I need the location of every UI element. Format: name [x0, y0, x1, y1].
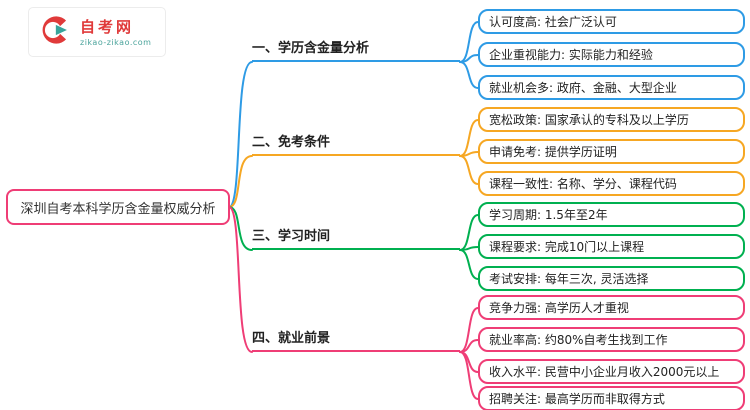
- connector-path: [459, 54, 479, 63]
- branch-label: 三、学习时间: [252, 224, 460, 250]
- leaf-node: 认可度高: 社会广泛认可: [478, 9, 745, 34]
- branch-label: 四、就业前景: [252, 326, 460, 352]
- connector-path: [459, 351, 479, 373]
- logo-title: 自考网: [80, 17, 135, 36]
- leaf-node: 企业重视能力: 实际能力和经验: [478, 42, 745, 67]
- leaf-node: 宽松政策: 国家承认的专科及以上学历: [478, 107, 745, 132]
- leaf-node: 竞争力强: 高学历人才重视: [478, 295, 745, 320]
- leaf-node: 课程一致性: 名称、学分、课程代码: [478, 171, 745, 196]
- connector-path: [228, 155, 253, 208]
- leaf-node: 招聘关注: 最高学历而非取得方式: [478, 386, 745, 410]
- connector-path: [459, 351, 479, 400]
- leaf-node: 考试安排: 每年三次, 灵活选择: [478, 266, 745, 291]
- connector-path: [459, 214, 479, 251]
- logo: 自考网 zikao-zikao.com: [28, 7, 167, 57]
- leaf-node: 收入水平: 民营中小企业月收入2000元以上: [478, 359, 745, 384]
- leaf-node: 就业机会多: 政府、金融、大型企业: [478, 75, 745, 100]
- leaf-node: 学习周期: 1.5年至2年: [478, 202, 745, 227]
- branch-label: 二、免考条件: [252, 130, 460, 156]
- leaf-node: 申请免考: 提供学历证明: [478, 139, 745, 164]
- logo-subtitle: zikao-zikao.com: [80, 37, 152, 47]
- logo-text: 自考网 zikao-zikao.com: [80, 18, 151, 47]
- connector-path: [459, 61, 479, 89]
- branch-label: 一、学历含金量分析: [252, 36, 460, 62]
- connector-path: [459, 155, 479, 185]
- leaf-node: 课程要求: 完成10门以上课程: [478, 234, 745, 259]
- connector-path: [228, 206, 253, 251]
- connector-path: [459, 119, 479, 157]
- leaf-node: 就业率高: 约80%自考生找到工作: [478, 327, 745, 352]
- root-node: 深圳自考本科学历含金量权威分析: [6, 189, 230, 225]
- connector-path: [459, 249, 479, 280]
- logo-icon: [38, 13, 72, 51]
- connector-path: [228, 206, 253, 353]
- connector-path: [228, 61, 253, 208]
